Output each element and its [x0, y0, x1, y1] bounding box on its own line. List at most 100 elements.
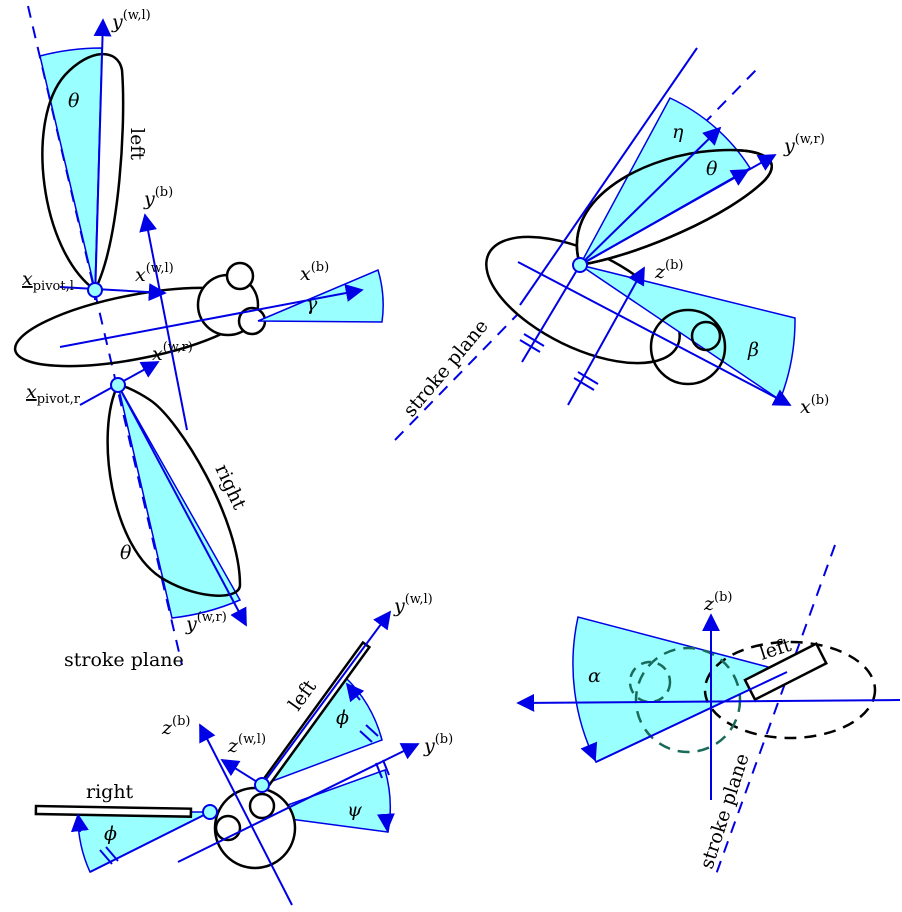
parallel-mark — [99, 849, 113, 865]
label-y-wl: y — [111, 11, 123, 33]
label-z-b: z — [703, 593, 715, 615]
eye-circle — [225, 261, 255, 291]
body-ellipse-dashed — [703, 640, 877, 740]
y-b-axis — [139, 213, 188, 431]
label-psi: ψ — [347, 799, 363, 821]
panel-top-right: η θ y(w,r) z(b) β x(b) stroke plane — [394, 47, 829, 441]
svg-text:z(b): z(b) — [703, 590, 732, 615]
parallel-mark — [382, 759, 390, 776]
svg-text:x(b): x(b) — [300, 260, 329, 285]
x-b-axis — [59, 284, 364, 348]
x-b-axis — [517, 261, 792, 406]
left-wing — [41, 52, 125, 292]
label-y-wr-sup: (w,r) — [795, 132, 825, 147]
gamma-wedge — [257, 268, 384, 323]
label-x-wl-sup: (w,l) — [146, 261, 174, 276]
phi-arc-arrow-left — [345, 682, 365, 703]
label-phi-right: ϕ — [104, 823, 117, 845]
phi-arc-arrow — [70, 813, 89, 833]
head-circle-dashed — [634, 646, 742, 754]
label-phi-left: ϕ — [336, 707, 349, 729]
eye-circle — [690, 320, 722, 352]
x-wl-axis — [59, 283, 167, 302]
svg-text:y(b): y(b) — [423, 732, 453, 757]
stroke-plane-line-3 — [713, 544, 836, 881]
parallel-mark — [523, 333, 545, 347]
label-y-wr-sup: (w,r) — [197, 610, 227, 625]
right-wing — [106, 383, 242, 597]
theta-arc-arrow — [579, 169, 750, 266]
svg-text:y(w,r): y(w,r) — [185, 610, 227, 635]
pivot-left — [87, 282, 103, 298]
svg-text:y(b): y(b) — [143, 185, 173, 210]
label-right-wing: right — [86, 781, 134, 803]
pivot — [572, 257, 588, 273]
label-beta: β — [747, 339, 759, 361]
label-alpha: α — [588, 665, 601, 687]
label-x-wr-sup: (w,r) — [163, 340, 193, 355]
eye-circle — [248, 792, 276, 820]
label-z-b-sup: (b) — [665, 258, 683, 273]
eye-circle-dashed — [628, 660, 672, 704]
panel-bottom-right: z(b) left α stroke plane — [516, 544, 901, 881]
label-x-wr: x — [152, 343, 163, 365]
label-theta-right: θ — [120, 542, 132, 564]
label-x-wl: x — [135, 264, 146, 286]
z-b-axis — [199, 723, 293, 906]
label-y-b: y — [143, 188, 155, 210]
label-y-wr: y — [185, 613, 197, 635]
label-z-b: z — [654, 261, 666, 283]
label-x-b: x — [300, 263, 311, 285]
svg-text:z(b): z(b) — [654, 258, 683, 283]
alpha-edge — [595, 671, 788, 763]
parallel-mark — [359, 730, 373, 743]
eta-arc-arrow — [579, 126, 722, 266]
svg-text:xpivot,r: xpivot,r — [26, 381, 81, 407]
right-wing-rect — [34, 804, 193, 818]
label-stroke-plane-1: stroke plane — [64, 649, 184, 671]
parallel-mark — [365, 724, 379, 737]
label-x-b: x — [800, 396, 811, 418]
label-theta-left: θ — [68, 90, 80, 112]
pivot-line — [521, 264, 581, 363]
label-y-wr: y — [783, 135, 795, 157]
parallel-mark — [519, 339, 541, 353]
label-z-wl: z — [227, 735, 239, 757]
label-z-b: z — [161, 717, 173, 739]
label-y-wl: y — [393, 595, 405, 617]
panel-top-left: y(w,l) θ left y(b) xpivot,l x(w,l) x(b) … — [13, 5, 384, 671]
svg-text:x(b): x(b) — [800, 393, 829, 418]
label-pivot-r-x: x — [26, 381, 37, 403]
label-gamma: γ — [306, 293, 318, 315]
label-z-b-sup: (b) — [172, 714, 190, 729]
alpha-arc-arrow — [580, 741, 598, 762]
pivot-right — [110, 377, 126, 393]
label-z-b-sup: (b) — [714, 590, 732, 605]
label-y-b-sup: (b) — [435, 732, 453, 747]
label-left-wing: left — [126, 128, 148, 160]
theta-wedge-left — [39, 47, 103, 291]
label-right-wing: right — [210, 461, 250, 513]
label-x-b-sup: (b) — [311, 260, 329, 275]
panel-bottom-left: y(w,l) left ϕ z(b) z(w,l) y(b) right ψ ϕ — [34, 592, 453, 906]
y-wl-axis — [93, 18, 112, 301]
svg-text:y(w,l): y(w,l) — [393, 592, 433, 617]
label-theta: θ — [706, 158, 718, 180]
pivot-left — [254, 777, 270, 793]
label-pivot-r-sub: pivot,r — [37, 392, 81, 407]
label-y-b-sup: (b) — [155, 185, 173, 200]
svg-text:xpivot,l: xpivot,l — [22, 268, 74, 294]
label-y-b: y — [423, 735, 435, 757]
y-b-axis — [177, 743, 420, 863]
svg-text:z(b): z(b) — [161, 714, 190, 739]
svg-text:x(w,l): x(w,l) — [135, 261, 174, 286]
psi-arc-arrow — [376, 813, 395, 832]
stroke-normal-axis — [519, 47, 698, 306]
svg-text:z(w,l): z(w,l) — [227, 732, 266, 757]
y-wr-axis — [117, 384, 247, 627]
label-x-b-sup: (b) — [811, 393, 829, 408]
parallel-mark — [375, 762, 383, 779]
label-eta: η — [672, 121, 684, 143]
